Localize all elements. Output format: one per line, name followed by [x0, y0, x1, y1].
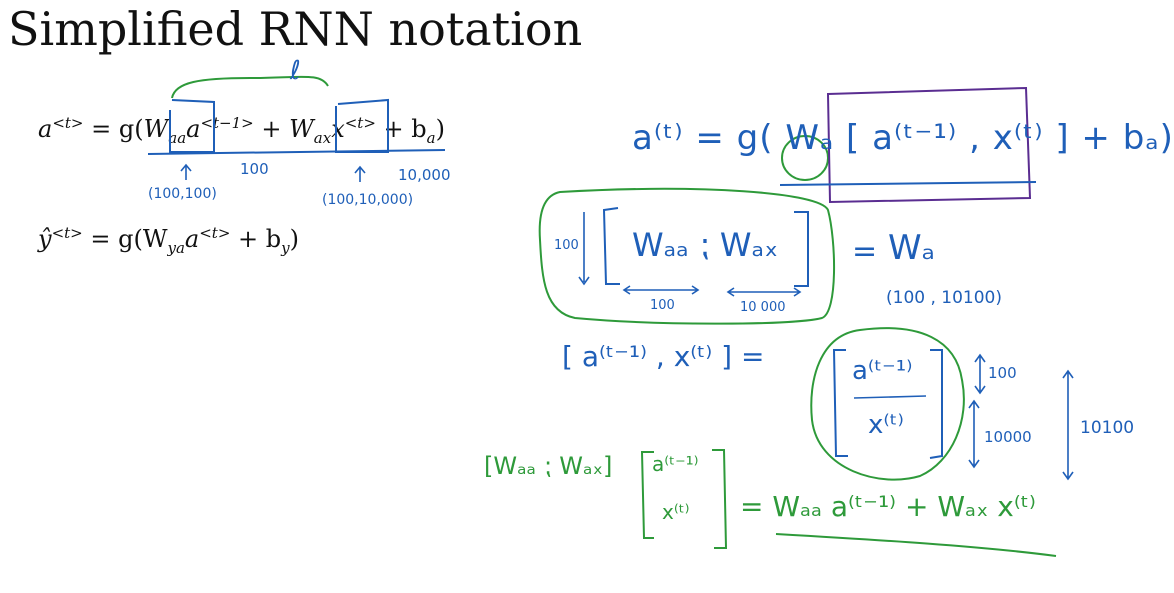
wa-equals: = [852, 234, 878, 269]
equation-activation: a<t> = g(Waaa<t−1> + Waxx<t> + ba) [38, 114, 445, 147]
arrow-dim-100 [974, 353, 986, 395]
dim-right-10000: 10000 [984, 428, 1032, 446]
eq1-lhs: a [38, 115, 53, 143]
eq2-a-sup: <t> [199, 224, 231, 242]
dim-right-100: 100 [988, 364, 1017, 382]
eq2-lhs-sup: <t> [51, 224, 83, 242]
green-circle-vector [810, 327, 965, 481]
handwriting-strokes [147, 75, 1074, 557]
dim-100-label: 100 [240, 160, 269, 178]
dim-right-10100: 10100 [1080, 418, 1135, 438]
right-equation: a⁽ᵗ⁾ = g( Wₐ [ a⁽ᵗ⁻¹⁾ , x⁽ᵗ⁾ ] + bₐ) [632, 118, 1174, 158]
vector-bottom: x⁽ᵗ⁾ [868, 410, 904, 440]
eq1-x: x [331, 115, 345, 143]
eq2-eq: = g(W [82, 225, 168, 253]
matrix-row-label: 100 [554, 238, 579, 253]
arrow-dim-10000 [968, 399, 980, 469]
dim-10000-label: 10,000 [398, 166, 451, 184]
eq1-waa: W [143, 115, 169, 143]
shape-wax-label: (100,10,000) [322, 192, 414, 208]
box-concat [826, 86, 1032, 204]
bottom-vector-top: a⁽ᵗ⁻¹⁾ [652, 452, 699, 476]
bottom-underline [775, 533, 1057, 557]
underline-eq1 [147, 149, 446, 155]
bottom-vector-bottom: x⁽ᵗ⁾ [662, 500, 690, 524]
vector-left-bracket [832, 349, 848, 457]
matrix-left-bracket [602, 207, 620, 285]
matrix-contents: Wₐₐ ⁏ Wₐₓ [632, 226, 779, 264]
bottom-rhs: = Wₐₐ a⁽ᵗ⁻¹⁾ + Wₐₓ x⁽ᵗ⁾ [740, 490, 1036, 523]
matrix-width-10000: 10 000 [740, 300, 786, 315]
eq1-lhs-sup: <t> [52, 114, 84, 132]
arrow-wax [354, 165, 366, 182]
matrix-width-100: 100 [650, 298, 675, 313]
bottom-vector-left-bracket [640, 451, 654, 539]
eq1-waa-sub: aa [168, 128, 187, 147]
eq1-wax: W [289, 115, 314, 143]
eq2-a: a [184, 225, 200, 253]
eq1-x-sup: <t> [344, 114, 376, 132]
width-arrow-wax [726, 287, 802, 297]
eq1-plus2: + b [375, 115, 427, 143]
eq1-plus1: + [253, 115, 290, 143]
wa-shape: (100 , 10100) [886, 288, 1003, 308]
slide-title: Simplified RNN notation [8, 2, 583, 56]
eq1-b-sub: a [426, 128, 436, 147]
box-wax [335, 98, 389, 153]
vector-right-bracket [929, 349, 943, 459]
eq2-close: ) [289, 225, 299, 253]
concat-lhs: [ a⁽ᵗ⁻¹⁾ , x⁽ᵗ⁾ ] = [562, 340, 765, 373]
width-arrow-waa [622, 285, 700, 295]
matrix-right-bracket [794, 211, 809, 287]
ell-label: ℓ [290, 56, 301, 86]
shape-waa-label: (100,100) [148, 186, 217, 202]
eq1-a-prev: a [186, 115, 201, 143]
equation-output: ŷ<t> = g(Wyaa<t> + by) [38, 224, 299, 257]
eq2-w-sub: ya [167, 238, 185, 257]
eq1-wax-sub: ax [313, 128, 332, 147]
box-waa [169, 99, 215, 153]
eq1-eq: = g( [83, 115, 144, 143]
green-brace-over-terms [171, 75, 329, 99]
bottom-lhs: [Wₐₐ ⁏ Wₐₓ] [484, 452, 613, 480]
eq1-close: ) [435, 115, 445, 143]
vector-divider [853, 395, 927, 399]
wa-label: Wₐ [888, 228, 935, 268]
bottom-vector-right-bracket [712, 449, 728, 549]
vector-top: a⁽ᵗ⁻¹⁾ [852, 356, 913, 386]
arrow-waa [180, 163, 192, 180]
eq2-b-sub: y [281, 238, 290, 257]
underline-right-eq [779, 181, 1037, 186]
eq2-lhs: ŷ [38, 225, 52, 253]
green-box-matrix [538, 187, 836, 325]
circle-wa [781, 135, 829, 181]
eq2-plus: + b [230, 225, 282, 253]
matrix-height-arrow [578, 212, 590, 286]
arrow-dim-10100 [1062, 369, 1074, 481]
